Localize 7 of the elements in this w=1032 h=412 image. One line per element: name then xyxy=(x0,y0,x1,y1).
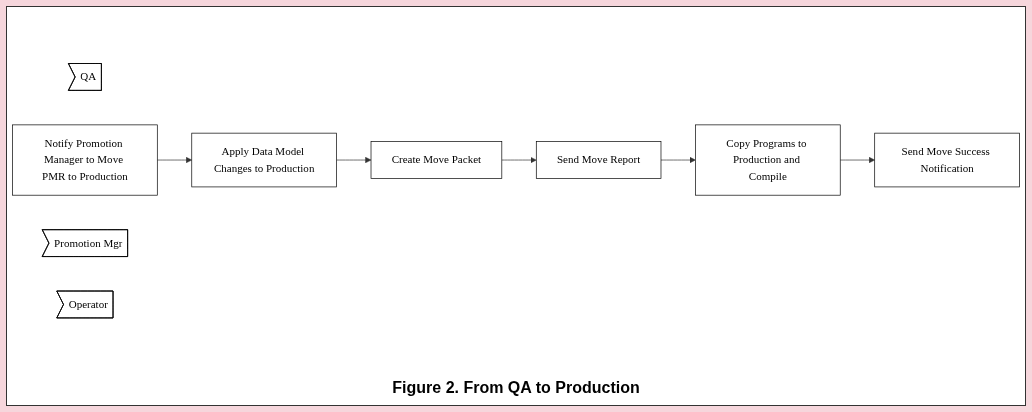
node-box: Send Move Success Notification xyxy=(874,133,1020,188)
node-box: Copy Programs to Production and Compile xyxy=(695,124,841,196)
node-box: Apply Data Model Changes to Production xyxy=(191,133,337,188)
figure-caption: Figure 2. From QA to Production xyxy=(392,378,640,398)
node-box: Notify Promotion Manager to Move PMR to Production xyxy=(12,124,158,196)
node-box: Create Move Packet xyxy=(370,141,503,180)
node-box: Send Move Report xyxy=(535,141,662,180)
